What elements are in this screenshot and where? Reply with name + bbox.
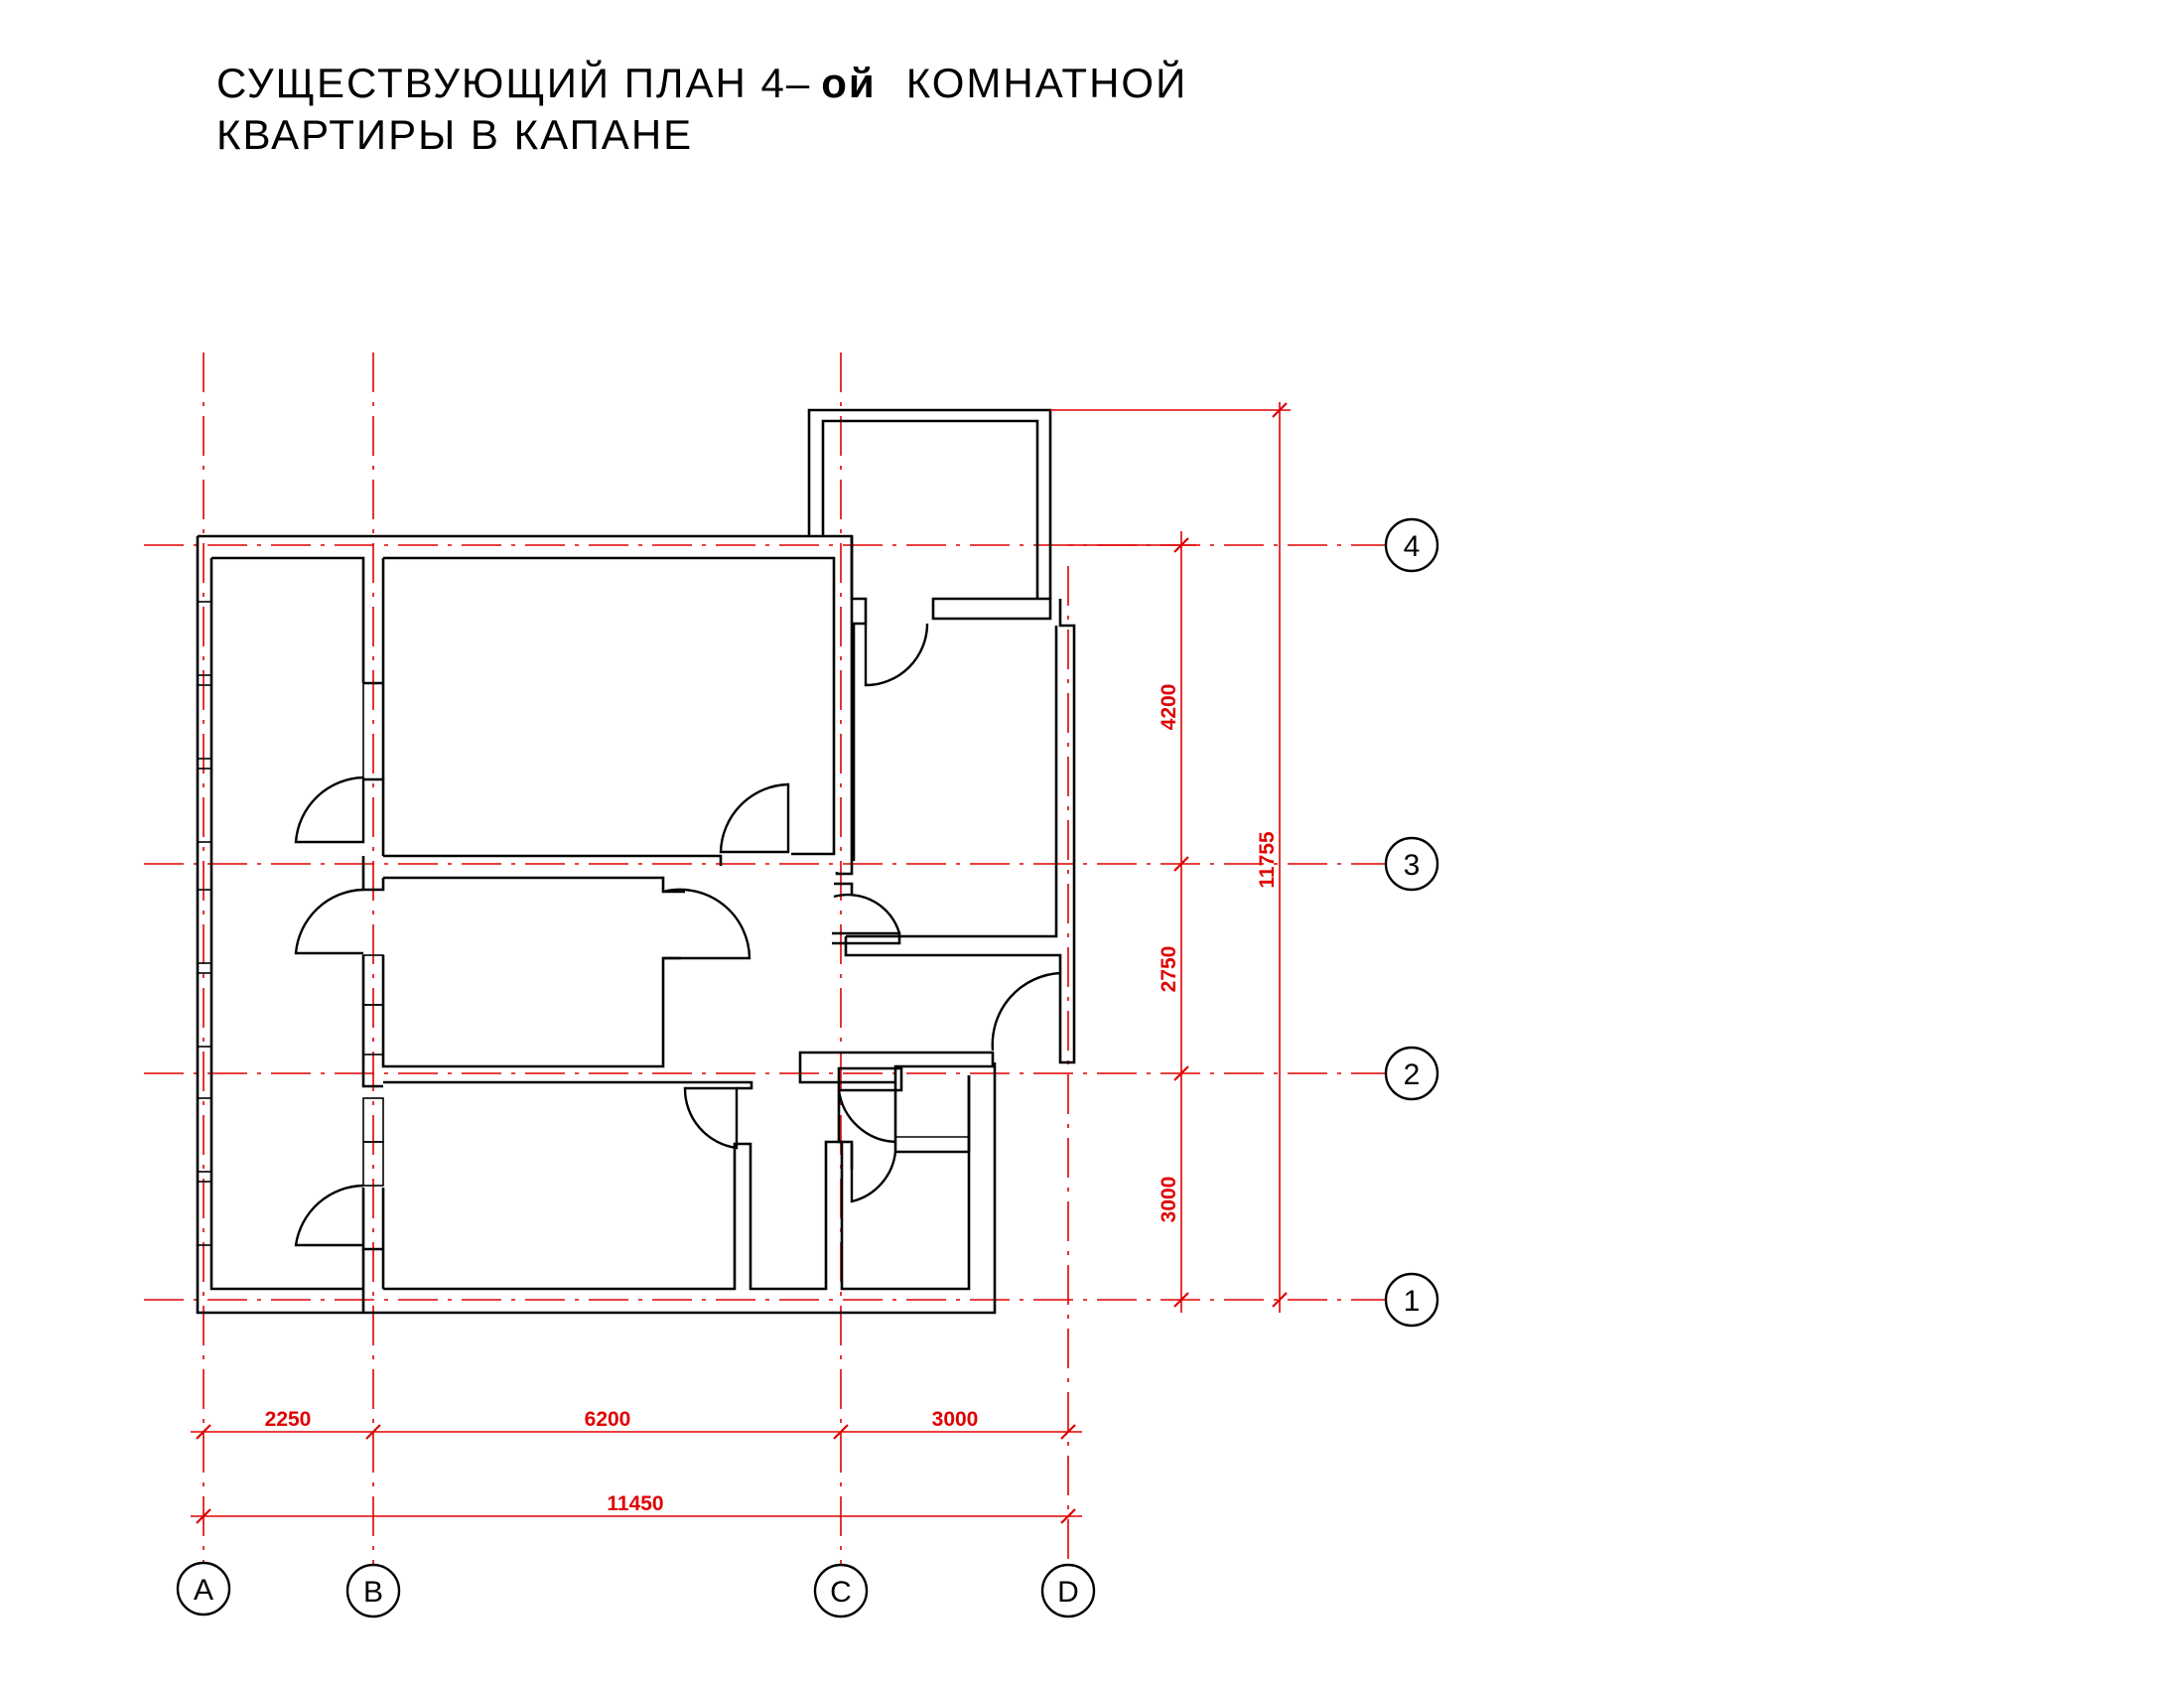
bath-partition bbox=[893, 1075, 971, 1154]
door-kitchen bbox=[833, 893, 901, 934]
window-corridor-7 bbox=[197, 1181, 212, 1246]
door-room3-corridor bbox=[683, 1086, 739, 1150]
dimension-tick-d bbox=[1060, 1424, 1076, 1440]
balcony-outer bbox=[807, 408, 1052, 599]
axis-label-a: A bbox=[194, 1574, 213, 1607]
window-corridor-6 bbox=[197, 1097, 212, 1173]
row-axis-bubbles: 4 3 2 1 bbox=[1384, 517, 1439, 1328]
kitchen-left-wall bbox=[850, 536, 868, 861]
room1-inner-wall bbox=[383, 556, 836, 856]
axis-label-d: D bbox=[1057, 1576, 1079, 1609]
axis-bubble-3 bbox=[1384, 836, 1439, 892]
axis-bubble-b bbox=[345, 1563, 401, 1618]
axis-bubble-1 bbox=[1384, 1272, 1439, 1328]
dimension-tick-4 bbox=[1173, 537, 1189, 553]
kitchen-inner-wall bbox=[846, 626, 1058, 938]
door-room2-right bbox=[662, 888, 751, 960]
dimension-total-tick-end bbox=[1060, 1508, 1076, 1524]
column-axis-bubbles: A B C D bbox=[176, 1561, 1096, 1618]
room1-bottom-wall bbox=[383, 854, 723, 866]
axis-bubble-a bbox=[176, 1561, 231, 1617]
dimension-label-b-c: 6200 bbox=[585, 1408, 631, 1431]
title-line-1: СУЩЕСТВУЮЩИЙ ПЛАН 4–ой КОМНАТНОЙ bbox=[216, 59, 1187, 106]
axis-bubble-c bbox=[813, 1563, 869, 1618]
axis-label-3: 3 bbox=[1404, 849, 1421, 882]
bath-top-wall bbox=[798, 1051, 995, 1084]
dimension-total-tick-bottom bbox=[1272, 1292, 1288, 1308]
dimension-tick-1 bbox=[1173, 1292, 1189, 1308]
dimension-total-tick-start bbox=[196, 1508, 211, 1524]
room3-top-wall bbox=[383, 1080, 753, 1090]
axis-label-2: 2 bbox=[1404, 1058, 1421, 1091]
window-corridor-2 bbox=[197, 684, 212, 760]
window-room1 bbox=[362, 682, 384, 780]
dimension-label-total-height: 11755 bbox=[1256, 831, 1279, 889]
door-room1-left bbox=[294, 775, 365, 844]
title-line-2: КВАРТИРЫ В КАПАНЕ bbox=[216, 111, 693, 158]
dimension-label-total-width: 11450 bbox=[607, 1492, 663, 1515]
doors bbox=[294, 623, 1061, 1247]
dimension-tick-2 bbox=[1173, 1065, 1189, 1081]
axis-label-b: B bbox=[363, 1576, 383, 1609]
outer-wall-top bbox=[198, 534, 854, 876]
window-corridor-4 bbox=[197, 889, 212, 964]
axis-bubble-d bbox=[1040, 1563, 1096, 1618]
dimension-tick-b bbox=[365, 1424, 381, 1440]
windows bbox=[197, 601, 384, 1246]
vertical-dimensions: 4200 2750 3000 11755 bbox=[1050, 402, 1291, 1313]
dimension-total-tick-top bbox=[1272, 402, 1288, 418]
window-room2-b bbox=[362, 1004, 384, 1055]
inner-wall-corridor-top bbox=[211, 556, 365, 683]
balcony-inner bbox=[821, 419, 1039, 599]
corridor-wall bbox=[844, 936, 1062, 1053]
door-wc bbox=[850, 1144, 897, 1203]
window-corridor-5 bbox=[197, 972, 212, 1048]
window-corridor-1 bbox=[197, 601, 212, 676]
room2-top-wall bbox=[383, 876, 685, 894]
axis-label-c: C bbox=[830, 1576, 852, 1609]
dimension-label-c-d: 3000 bbox=[932, 1408, 979, 1431]
door-room2-left bbox=[294, 888, 364, 955]
dimension-label-a-b: 2250 bbox=[265, 1408, 312, 1431]
axis-label-1: 1 bbox=[1404, 1285, 1421, 1318]
balcony-door-frame bbox=[931, 597, 1052, 621]
axis-bubble-2 bbox=[1384, 1046, 1439, 1101]
dimension-label-3-2: 2750 bbox=[1158, 946, 1180, 993]
door-room3-left bbox=[294, 1184, 364, 1247]
kitchen-right-outer bbox=[1058, 599, 1076, 1064]
outer-wall-left-bottom bbox=[196, 536, 997, 1315]
door-room1-right bbox=[719, 782, 790, 854]
title-line-1-part-1: СУЩЕСТВУЮЩИЙ ПЛАН 4– bbox=[216, 59, 811, 106]
window-room3-b bbox=[362, 1141, 384, 1187]
dimension-label-2-1: 3000 bbox=[1158, 1177, 1180, 1223]
bath-door-frame bbox=[837, 1066, 903, 1092]
inner-wall-left bbox=[209, 558, 363, 1291]
kitchen-door-jamb bbox=[834, 882, 854, 894]
door-entrance bbox=[991, 971, 1061, 1052]
window-corridor-3 bbox=[197, 768, 212, 843]
column-axes bbox=[203, 352, 1069, 1564]
door-bath bbox=[837, 1089, 896, 1144]
wall-stub-3 bbox=[361, 856, 385, 892]
drawing-title: СУЩЕСТВУЮЩИЙ ПЛАН 4–ой КОМНАТНОЙ КВАРТИРЫ… bbox=[216, 59, 1187, 158]
dimension-tick-3 bbox=[1173, 856, 1189, 872]
dimension-label-4-3: 4200 bbox=[1158, 684, 1180, 731]
dimension-tick-c bbox=[833, 1424, 849, 1440]
kitchen-door-leaf bbox=[832, 931, 901, 945]
axis-label-4: 4 bbox=[1404, 530, 1421, 563]
title-line-1-part-2: КОМНАТНОЙ bbox=[906, 59, 1188, 106]
room3-bath-walls bbox=[383, 1075, 971, 1291]
axis-bubble-4 bbox=[1384, 517, 1439, 573]
door-kitchen-balcony bbox=[864, 623, 929, 687]
horizontal-dimensions: 2250 6200 3000 11450 bbox=[191, 1408, 1082, 1524]
room2-walls bbox=[381, 955, 681, 1068]
row-axes bbox=[144, 544, 1385, 1301]
dimension-tick-a bbox=[196, 1424, 211, 1440]
title-line-1-bold: ой bbox=[821, 60, 876, 106]
